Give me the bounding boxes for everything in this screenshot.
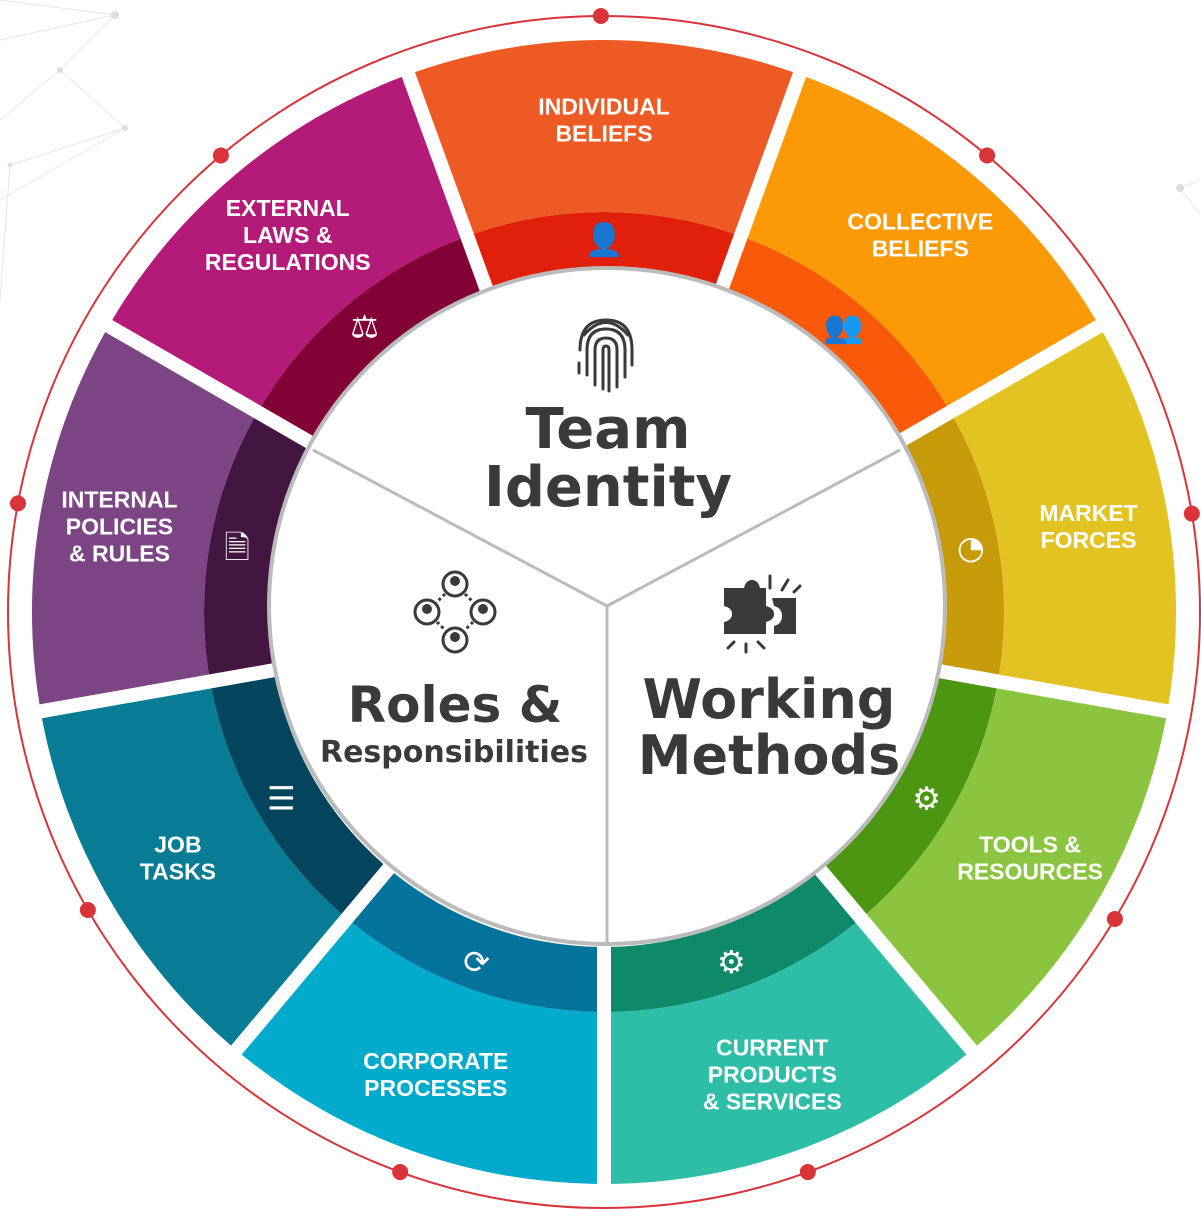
segment-label-line: FORCES <box>1041 527 1137 553</box>
segment-label-line: BELIEFS <box>872 236 969 262</box>
ring-dot <box>1106 910 1123 927</box>
puzzle-icon <box>724 574 802 654</box>
working-methods-line-2: Methods <box>638 724 901 787</box>
person-icon: 👤 <box>584 221 624 259</box>
segment-label-line: MARKET <box>1039 500 1137 526</box>
segment-label-line: EXTERNAL <box>226 195 350 221</box>
fingerprint-icon <box>577 318 634 393</box>
center-divider-left <box>312 448 608 608</box>
ring-dot <box>1183 505 1200 522</box>
roles-subtitle: Responsibilities <box>320 735 588 770</box>
segment-outer-band <box>953 332 1177 705</box>
ring-dot <box>392 1164 409 1181</box>
segment-inner-band <box>203 418 311 675</box>
segment-label-line: LAWS & <box>243 222 332 248</box>
segment-label-line: INTERNAL <box>61 487 177 513</box>
pie-chart-icon: ◔ <box>957 528 985 566</box>
ring-dot <box>592 8 609 25</box>
segment-label-line: CURRENT <box>716 1034 828 1060</box>
segment-inner-band <box>610 873 856 1012</box>
scales-icon: ⚖ <box>350 308 379 346</box>
segment-inner-band <box>824 677 997 914</box>
center-hub: Team Identity Roles & Responsibilities W… <box>267 266 947 946</box>
segment-outer-band <box>747 76 1096 406</box>
segment-tools-resources: ⚙ TOOLS &RESOURCES <box>824 677 1167 1046</box>
segment-outer-band <box>610 922 967 1184</box>
segment-outer-band <box>414 40 794 234</box>
ring-dot <box>799 1164 816 1181</box>
segment-label-line: PRODUCTS <box>708 1061 837 1087</box>
policy-document-icon: 🗎 <box>224 528 250 566</box>
segment-label: TOOLS &RESOURCES <box>957 832 1103 885</box>
segment-inner-band <box>211 677 384 914</box>
gear-icon: ⚙ <box>912 779 941 817</box>
team-identity-line-1: Team <box>526 397 691 462</box>
segment-inner-band <box>725 238 947 439</box>
segment-outer-band <box>31 332 255 705</box>
process-cycle-icon: ⟳ <box>463 943 490 981</box>
segment-outer-band <box>241 922 598 1184</box>
segment-label-line: INDIVIDUAL <box>538 94 670 120</box>
segment-label-line: BELIEFS <box>555 121 652 147</box>
segment-label-line: RESOURCES <box>957 859 1103 885</box>
ring-dot <box>9 495 26 512</box>
task-list-icon: ☰ <box>267 779 296 817</box>
segment-outer-band <box>112 76 461 406</box>
segment-outer-band <box>41 688 342 1046</box>
segment-label-line: TASKS <box>140 859 216 885</box>
segment-label-line: POLICIES <box>66 514 173 540</box>
background-network-nodes <box>7 11 1184 192</box>
segment-label-line: & RULES <box>69 541 170 567</box>
network-people-icon <box>413 570 497 654</box>
segment-inner-band <box>897 418 1004 675</box>
segment-outer-band <box>866 688 1167 1046</box>
team-identity-line-2: Identity <box>484 455 732 520</box>
segment-label-line: & SERVICES <box>703 1088 842 1114</box>
hand-gear-icon: ⚙ <box>717 943 746 981</box>
ring-dot <box>979 147 996 164</box>
roles-title: Roles & <box>348 676 563 734</box>
group-icon: 👥 <box>824 308 864 346</box>
segment-label-line: COLLECTIVE <box>847 209 993 235</box>
segment-label-line: JOB <box>154 832 201 858</box>
segment-label-line: REGULATIONS <box>205 249 371 275</box>
segment-label-line: CORPORATE <box>363 1048 508 1074</box>
segment-inner-band <box>261 238 483 439</box>
ring-dot <box>212 147 229 164</box>
segment-label-line: PROCESSES <box>364 1075 507 1101</box>
ring-dot <box>79 902 96 918</box>
segment-inner-band <box>352 873 598 1012</box>
working-methods-line-1: Working <box>643 668 896 731</box>
center-divider-right <box>606 448 901 608</box>
outer-ring-dots <box>9 8 1200 1181</box>
segment-label-line: TOOLS & <box>979 832 1081 858</box>
